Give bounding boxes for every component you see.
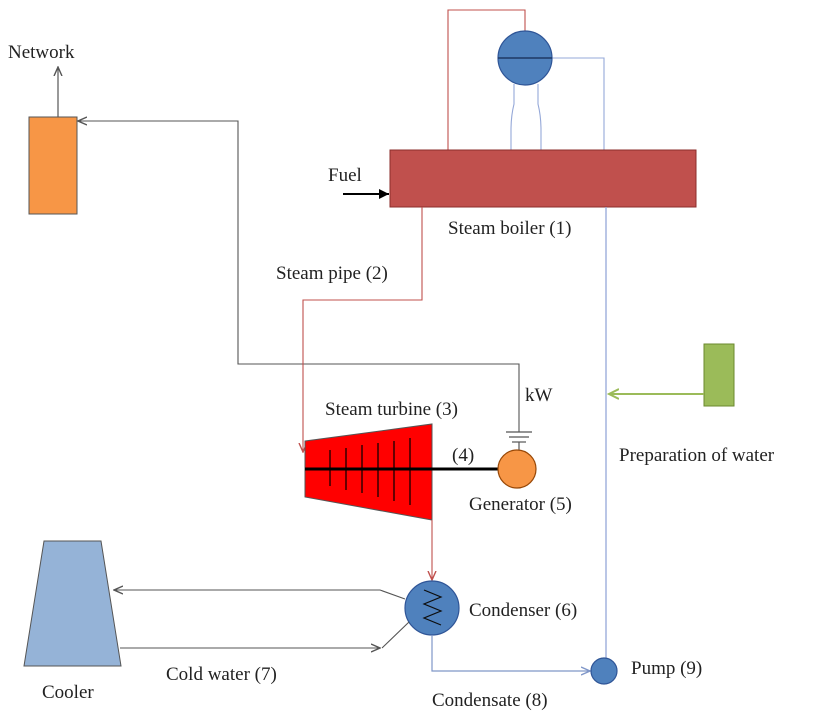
network-label: Network: [8, 42, 75, 63]
steam-pipe-label: Steam pipe (2): [276, 263, 388, 284]
drum-loop-right: [537, 84, 542, 150]
condenser-coil-icon: [422, 589, 443, 626]
kw-label: kW: [525, 385, 553, 406]
cooling-tower: [23, 540, 122, 667]
fuel-label: Fuel: [328, 165, 362, 186]
preparation-of-water-label: Preparation of water: [619, 445, 775, 466]
drum-downcomer-line: [541, 57, 605, 150]
network-box: [28, 116, 78, 215]
condensate-label: Condensate (8): [432, 690, 548, 711]
power-signal-line: [78, 121, 520, 432]
cold-water-entry: [381, 621, 410, 649]
water-preparation-box: [703, 343, 735, 407]
steam-pipe-line: [303, 207, 423, 452]
drum-loop-left: [510, 84, 515, 150]
condenser: [404, 580, 460, 636]
steam-boiler-label: Steam boiler (1): [448, 218, 571, 239]
pump: [590, 657, 618, 685]
cooling-return-line: [114, 590, 406, 600]
shaft-label: (4): [452, 445, 474, 466]
cooler-label: Cooler: [42, 682, 94, 703]
riser-steam-line: [447, 9, 526, 150]
condensate-line: [431, 635, 590, 671]
steam-boiler: [389, 149, 697, 208]
steam-turbine-label: Steam turbine (3): [325, 399, 458, 420]
steam-turbine: [304, 423, 433, 521]
generator-label: Generator (5): [469, 494, 572, 515]
kw-meter-icon: [506, 431, 532, 452]
condenser-label: Condenser (6): [469, 600, 577, 621]
generator: [497, 449, 537, 489]
cold-water-label: Cold water (7): [166, 664, 277, 685]
pump-label: Pump (9): [631, 658, 702, 679]
